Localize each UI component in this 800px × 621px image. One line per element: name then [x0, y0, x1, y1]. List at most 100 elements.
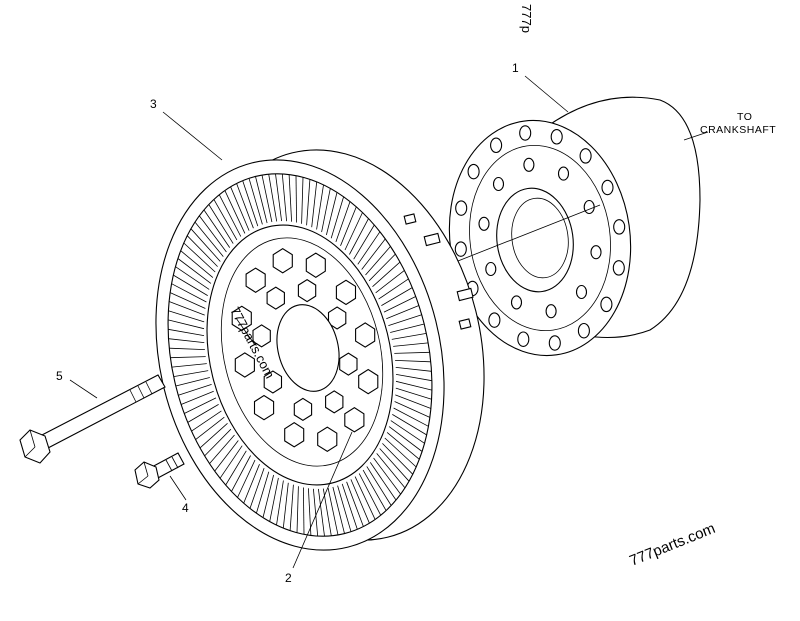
leader-1: [524, 75, 569, 113]
adapter-bolt-hole: [492, 176, 505, 192]
damper-fin: [390, 420, 425, 444]
damper-fin: [344, 212, 363, 251]
damper-fin: [393, 407, 429, 427]
damper-fin: [178, 384, 212, 396]
damper-fin: [332, 486, 345, 534]
damper-fin: [395, 360, 431, 363]
long-bolt-shank: [39, 374, 166, 449]
callout-2: 2: [285, 571, 292, 585]
damper-fin: [224, 190, 246, 234]
damper-fin: [180, 250, 214, 278]
damper-fin: [395, 380, 432, 391]
damper-fin: [337, 485, 352, 532]
long-bolt-part: [19, 374, 166, 464]
hex-bolt-head: [266, 286, 285, 310]
hex-bolt-head: [335, 279, 357, 306]
adapter-bolt-hole: [455, 200, 468, 216]
leader-5: [69, 379, 98, 399]
damper-fin: [346, 481, 364, 527]
leader-4: [169, 475, 187, 501]
damper-fin: [394, 401, 430, 418]
damper-fin: [358, 473, 382, 516]
hex-bolt-head: [284, 422, 305, 448]
adapter-bolt-hole: [575, 284, 588, 300]
damper-fin: [248, 178, 263, 225]
damper-fin: [170, 292, 206, 309]
adapter-bolt-hole: [510, 295, 523, 310]
damper-back-studs: [403, 213, 474, 330]
damper-fin: [191, 410, 222, 432]
hex-bolt-head: [293, 397, 313, 422]
damper-fin: [173, 370, 209, 377]
adapter-bolt-hole: [601, 179, 614, 196]
damper-fin: [219, 445, 243, 479]
damper-fin: [171, 363, 207, 368]
damper-fin: [186, 235, 218, 267]
callout-1: 1: [512, 61, 519, 75]
damper-fin: [379, 448, 410, 482]
damper-fin: [255, 176, 268, 224]
damper-fin: [353, 224, 375, 260]
damper-fin: [391, 333, 427, 340]
damper-fin: [303, 487, 305, 535]
damper-fin: [183, 242, 216, 273]
damper-fin: [249, 467, 265, 509]
damper-fin: [175, 377, 210, 387]
damper-fin: [275, 173, 282, 222]
adapter-hub-part: [429, 96, 701, 357]
damper-fin: [209, 434, 235, 464]
leader-3: [162, 111, 223, 161]
adapter-bolt-hole: [545, 304, 557, 319]
adapter-bolt-hole: [519, 125, 532, 141]
damper-fin: [393, 342, 429, 347]
watermark-top-edge: 777p: [519, 4, 534, 33]
damper-fin: [282, 482, 289, 529]
adapter-bolt-hole: [490, 137, 503, 154]
hex-bolt-head: [252, 324, 271, 348]
damper-hub-ring: [220, 237, 384, 467]
damper-fin-ring-inner-edge: [206, 224, 394, 486]
damper-fin: [373, 457, 401, 495]
adapter-bolt-hole: [467, 163, 480, 180]
damper-fin: [256, 471, 270, 514]
damper-fin: [262, 474, 274, 518]
note-to: TO: [737, 111, 752, 123]
damper-fin: [386, 432, 420, 460]
damper-fin: [231, 455, 251, 492]
damper-fin: [395, 387, 432, 400]
adapter-bolt-hole: [600, 296, 613, 313]
damper-fin: [296, 486, 299, 533]
damper-fin: [168, 338, 205, 343]
damper-fin: [375, 270, 405, 294]
damper-center-bore: [276, 304, 340, 392]
damper-fin: [341, 483, 358, 530]
damper-fin: [268, 174, 278, 222]
damper-fin: [362, 469, 387, 511]
leader-center-watermark: [235, 317, 256, 346]
damper-fin: [230, 186, 250, 231]
damper-fin: [195, 416, 225, 440]
damper-hex-bolts: [231, 247, 379, 453]
damper-fin: [276, 480, 284, 526]
damper-fin: [295, 175, 297, 223]
callout-4: 4: [182, 501, 189, 515]
damper-fin: [316, 184, 324, 230]
damper-fin: [369, 462, 397, 501]
damper-fin: [357, 231, 381, 265]
damper-fin: [382, 443, 414, 475]
hex-bolt-head: [245, 267, 266, 293]
damper-fin: [368, 253, 396, 282]
adapter-bolt-hole: [485, 261, 497, 277]
damper-fin: [301, 177, 304, 224]
hex-bolt-head: [317, 426, 338, 453]
damper-fin: [169, 347, 205, 350]
damper-fin: [390, 323, 425, 333]
damper-fin: [395, 394, 432, 409]
callout-3: 3: [150, 97, 157, 111]
short-bolt-part: [134, 452, 185, 489]
damper-fin: [327, 487, 339, 535]
damper-fin: [395, 367, 432, 372]
damper-fin: [335, 201, 351, 243]
watermark-bottom: 777parts.com: [627, 520, 718, 570]
